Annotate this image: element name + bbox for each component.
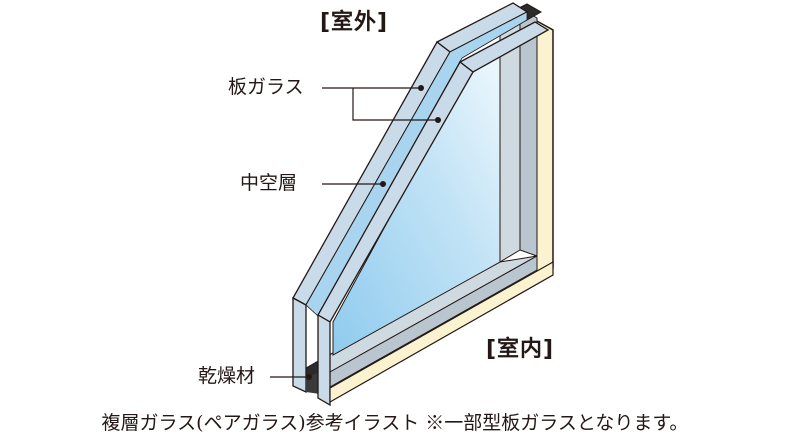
outside-label: [室外] xyxy=(320,10,389,35)
callout-lines xyxy=(270,87,438,378)
outer-glass-pane xyxy=(292,2,529,394)
callout-air-gap: 中空層 xyxy=(240,172,298,194)
inner-glass-pane xyxy=(317,21,550,407)
callout-dots xyxy=(306,85,441,380)
frame-bottom xyxy=(329,260,554,404)
spacer-right xyxy=(499,7,538,263)
callout-desiccant: 乾燥材 xyxy=(198,365,256,387)
inside-label: [室内] xyxy=(486,337,555,362)
callout-plate-glass: 板ガラス xyxy=(228,76,304,98)
caption: 複層ガラス(ペアガラス)参考イラスト ※一部型板ガラスとなります。 xyxy=(101,412,689,434)
